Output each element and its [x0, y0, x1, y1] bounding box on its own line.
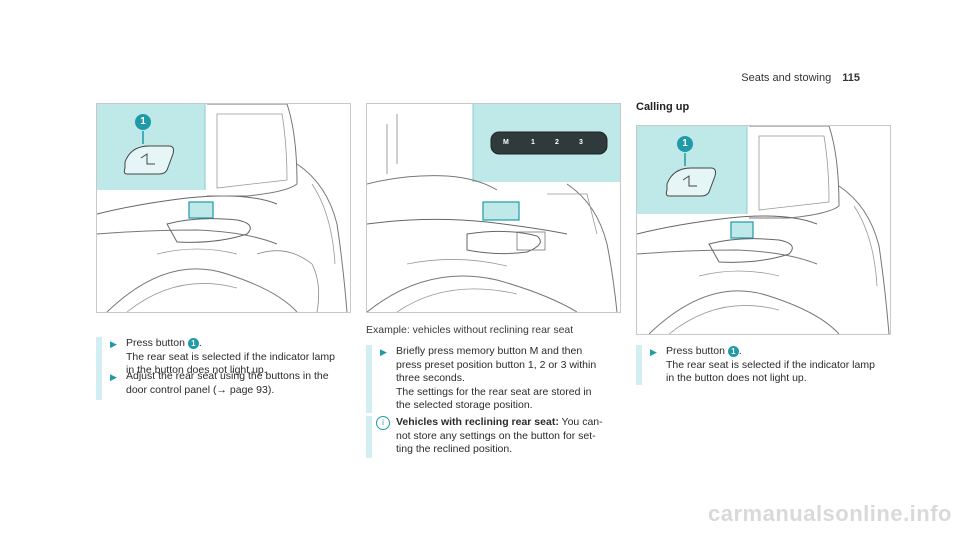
- step-text-1: Press button: [666, 345, 725, 357]
- door-illustration: [637, 126, 890, 334]
- button-ref-1: 1: [727, 345, 739, 357]
- figure-door-panel-2: M 1 2 3: [366, 103, 621, 313]
- step-line-1: Briefly press memory button M and then: [396, 345, 583, 357]
- step-bar: [636, 345, 642, 385]
- note-reclining-seat: i Vehicles with reclining rear seat: You…: [366, 416, 626, 458]
- door-illustration: [367, 104, 618, 312]
- step-line-4: The settings for the rear seat are store…: [396, 385, 592, 398]
- step-arrow-icon: ▶: [110, 339, 117, 349]
- info-icon: i: [376, 416, 390, 430]
- callout-1: 1: [135, 114, 151, 130]
- step-text: Press button 1. The rear seat is selecte…: [126, 337, 335, 378]
- step-line-3: in the button does not light up.: [126, 364, 267, 376]
- step-text: Briefly press memory button M and then p…: [396, 345, 596, 413]
- step-press-button-recall: ▶ Press button 1. The rear seat is selec…: [636, 345, 896, 385]
- section-title: Seats and stowing: [741, 72, 832, 84]
- step-text: Adjust the rear seat using the buttons i…: [126, 370, 329, 397]
- preset-button-3: 3: [579, 139, 583, 146]
- step-arrow-icon: ▶: [380, 347, 387, 357]
- figure-door-panel-1: 1: [96, 103, 351, 313]
- watermark: carmanualsonline.info: [708, 501, 952, 526]
- step-arrow-icon: ▶: [110, 372, 117, 382]
- step-press-button: ▶ Press button 1. The rear seat is selec…: [96, 337, 356, 377]
- step-line-1: Adjust the rear seat using the buttons i…: [126, 370, 329, 382]
- step-line-3: three seconds.: [396, 372, 465, 384]
- step-text: Press button 1. The rear seat is selecte…: [666, 345, 875, 386]
- step-line-2: The rear seat is selected if the indicat…: [666, 358, 875, 371]
- memory-button-m: M: [503, 139, 509, 146]
- figure-door-panel-3: 1: [636, 125, 891, 335]
- step-line-2: press preset position button 1, 2 or 3 w…: [396, 358, 597, 371]
- step-text-2: .: [198, 337, 202, 349]
- calling-up-title: Calling up: [636, 101, 690, 113]
- note-line-3: ting the reclined position.: [396, 443, 513, 455]
- step-line-3: in the button does not light up.: [666, 372, 807, 384]
- figure-caption: Example: vehicles without reclining rear…: [366, 324, 574, 336]
- memory-button-strip: M 1 2 3: [503, 139, 603, 149]
- button-ref-1: 1: [187, 337, 199, 349]
- step-line-2: door control panel (→ page 93).: [126, 383, 275, 396]
- note-text: Vehicles with reclining rear seat: You c…: [396, 416, 603, 457]
- page-number: 115: [842, 72, 860, 84]
- step-bar: [96, 370, 102, 400]
- step-line-2: The rear seat is selected if the indicat…: [126, 350, 335, 363]
- step-bar: [96, 337, 102, 377]
- note-line-2: not store any settings on the button for…: [396, 429, 596, 442]
- step-text-2: .: [738, 345, 742, 357]
- step-store-memory: ▶ Briefly press memory button M and then…: [366, 345, 626, 413]
- note-line-1: You can-: [558, 416, 603, 428]
- preset-button-2: 2: [555, 139, 559, 146]
- step-text-1: Press button: [126, 337, 185, 349]
- step-bar: [366, 345, 372, 413]
- step-arrow-icon: ▶: [650, 347, 657, 357]
- page-header: Seats and stowing 115: [741, 72, 860, 84]
- note-bar: [366, 416, 372, 458]
- door-illustration: [97, 104, 348, 312]
- step-line-5: the selected storage position.: [396, 399, 533, 411]
- step-adjust-seat: ▶ Adjust the rear seat using the buttons…: [96, 370, 356, 400]
- preset-button-1: 1: [531, 139, 535, 146]
- note-heading: Vehicles with reclining rear seat:: [396, 416, 559, 428]
- callout-1: 1: [677, 136, 693, 152]
